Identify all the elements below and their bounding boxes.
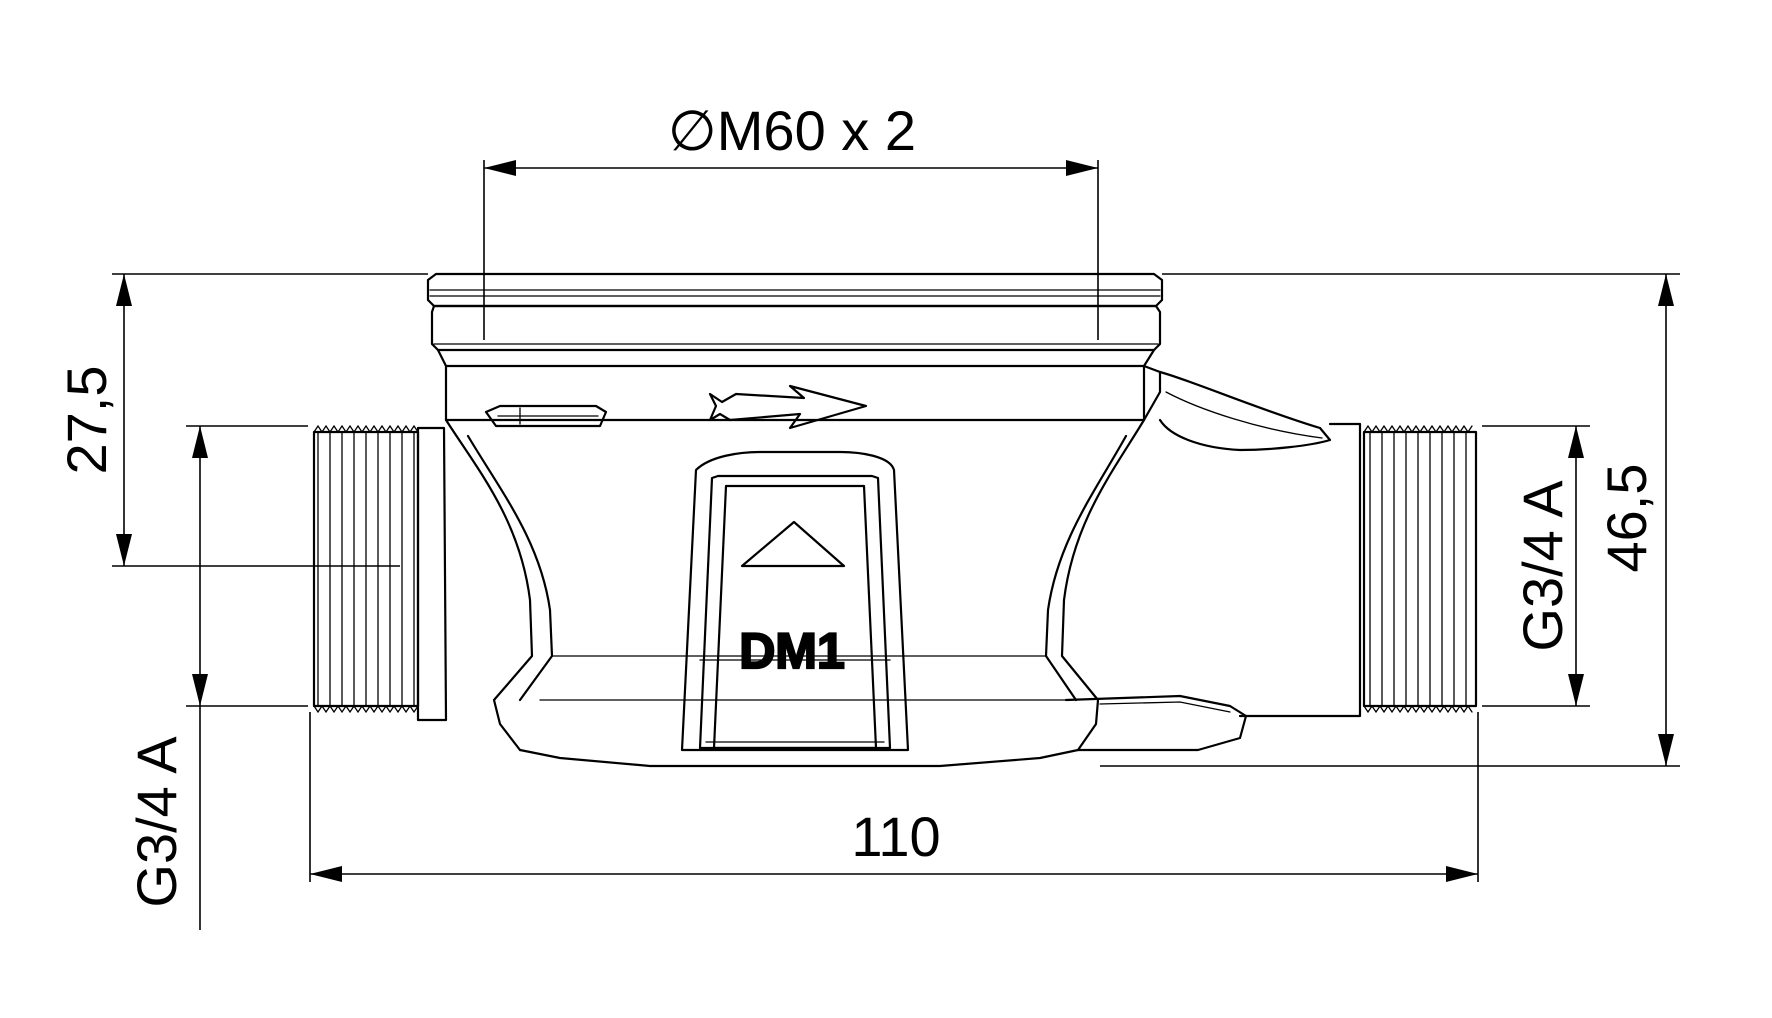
dimension-thread-right: G3/4 A (1482, 425, 1590, 707)
housing-collar (436, 348, 1156, 368)
thread-top-label: ∅M60 x 2 (668, 99, 916, 162)
height-left-label: 27,5 (55, 366, 118, 475)
side-fairing (1158, 370, 1332, 452)
length-total-label: 110 (851, 805, 940, 868)
body-right-wall (1060, 418, 1146, 752)
dimension-length-total: 110 (309, 712, 1479, 882)
body-left-wall (444, 418, 534, 752)
flow-arrow-icon (708, 384, 868, 430)
collar-slot (484, 404, 608, 428)
right-connection (1238, 422, 1478, 718)
dimension-height-total: 46,5 (1100, 273, 1680, 767)
body-marking: DM1 (739, 623, 845, 679)
height-total-label: 46,5 (1595, 464, 1658, 573)
dimension-height-left: 27,5 (55, 273, 428, 567)
thread-right-label: G3/4 A (1511, 480, 1574, 652)
dimension-thread-top: ∅M60 x 2 (483, 99, 1099, 340)
triangle-mark-icon (740, 520, 846, 568)
meter-body (312, 272, 1478, 768)
top-ring (426, 272, 1164, 308)
right-thread (1362, 430, 1478, 708)
left-connection (312, 424, 448, 722)
dimension-thread-left: G3/4 A (125, 425, 308, 930)
register-boss (680, 450, 910, 752)
body-bottom (518, 748, 1080, 768)
thread-left-label: G3/4 A (125, 736, 188, 908)
